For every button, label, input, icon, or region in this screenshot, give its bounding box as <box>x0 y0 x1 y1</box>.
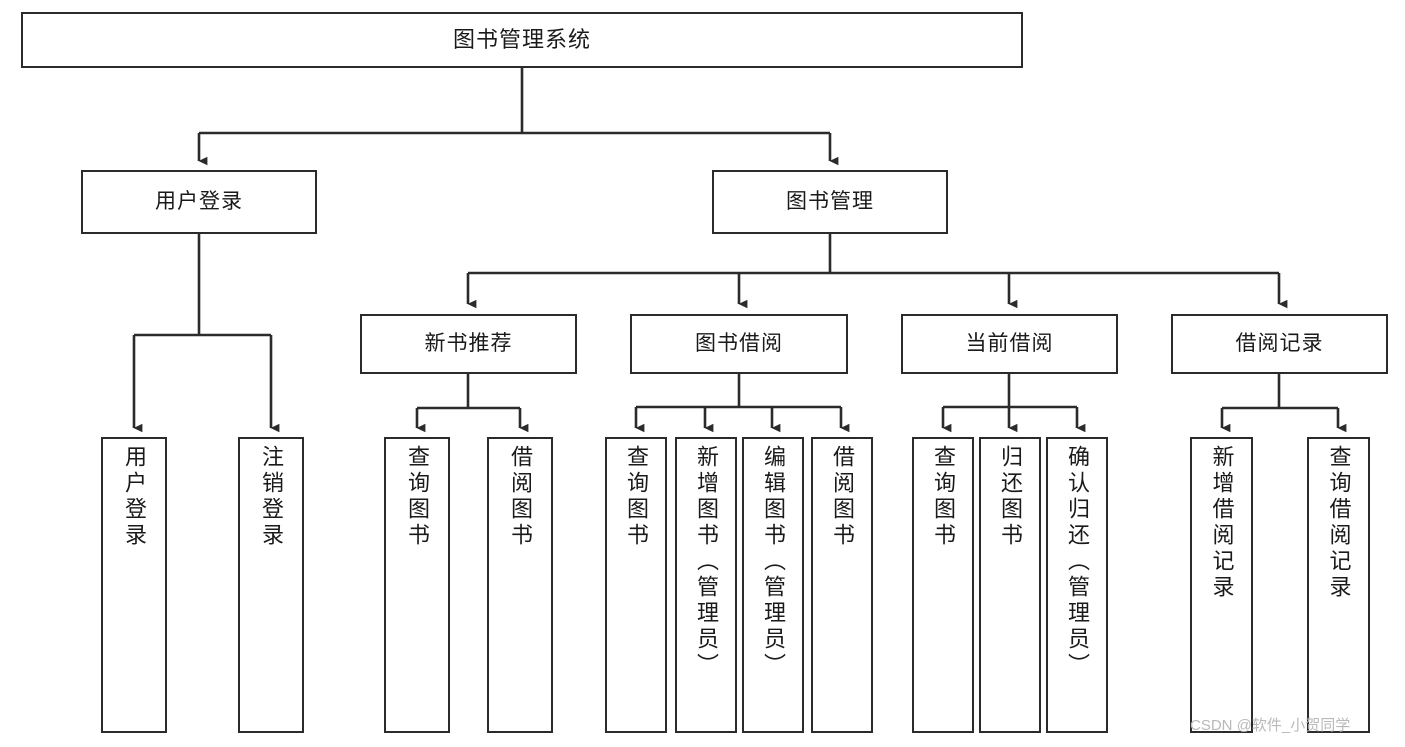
node-label: 编辑图书（管理员） <box>761 445 786 679</box>
leaf-book-borrow-edit-book-admin[interactable]: 编辑图书（管理员） <box>742 437 804 733</box>
node-label: 借阅图书 <box>830 445 855 549</box>
leaf-borrow-record-add-record[interactable]: 新增借阅记录 <box>1190 437 1253 733</box>
node-label: 借阅图书 <box>508 445 533 549</box>
leaf-user-login-logout[interactable]: 注销登录 <box>238 437 304 733</box>
node-new-book-recommend[interactable]: 新书推荐 <box>360 314 577 374</box>
node-label: 确认归还（管理员） <box>1065 445 1090 679</box>
node-current-borrow[interactable]: 当前借阅 <box>901 314 1118 374</box>
node-label: 新增图书（管理员） <box>694 445 719 679</box>
node-label: 查询借阅记录 <box>1326 445 1352 601</box>
node-book-borrow[interactable]: 图书借阅 <box>630 314 848 374</box>
leaf-book-borrow-query-book[interactable]: 查询图书 <box>605 437 667 733</box>
leaf-new-book-borrow-book[interactable]: 借阅图书 <box>487 437 553 733</box>
node-label: 归还图书 <box>998 445 1023 549</box>
node-user-login[interactable]: 用户登录 <box>81 170 317 234</box>
leaf-current-borrow-query-book[interactable]: 查询图书 <box>912 437 974 733</box>
node-label: 图书借阅 <box>695 331 783 355</box>
node-label: 用户登录 <box>122 445 147 549</box>
node-label: 用户登录 <box>155 189 243 213</box>
node-label: 新书推荐 <box>424 331 513 355</box>
node-label: 查询图书 <box>405 445 430 549</box>
leaf-book-borrow-add-book-admin[interactable]: 新增图书（管理员） <box>675 437 737 733</box>
leaf-book-borrow-borrow-book[interactable]: 借阅图书 <box>811 437 873 733</box>
leaf-current-borrow-confirm-return-admin[interactable]: 确认归还（管理员） <box>1046 437 1108 733</box>
node-root-book-management-system[interactable]: 图书管理系统 <box>21 12 1023 68</box>
leaf-user-login-login[interactable]: 用户登录 <box>101 437 167 733</box>
node-label: 新增借阅记录 <box>1209 445 1235 601</box>
node-book-management[interactable]: 图书管理 <box>712 170 948 234</box>
node-label: 查询图书 <box>931 445 956 549</box>
node-borrow-record[interactable]: 借阅记录 <box>1171 314 1388 374</box>
node-label: 借阅记录 <box>1235 331 1324 355</box>
leaf-borrow-record-query-record[interactable]: 查询借阅记录 <box>1307 437 1370 733</box>
node-label: 查询图书 <box>624 445 649 549</box>
leaf-current-borrow-return-book[interactable]: 归还图书 <box>979 437 1041 733</box>
node-label: 图书管理系统 <box>452 27 591 53</box>
node-label: 当前借阅 <box>965 331 1054 355</box>
leaf-new-book-query-book[interactable]: 查询图书 <box>384 437 450 733</box>
node-label: 图书管理 <box>786 189 874 213</box>
node-label: 注销登录 <box>259 445 284 549</box>
